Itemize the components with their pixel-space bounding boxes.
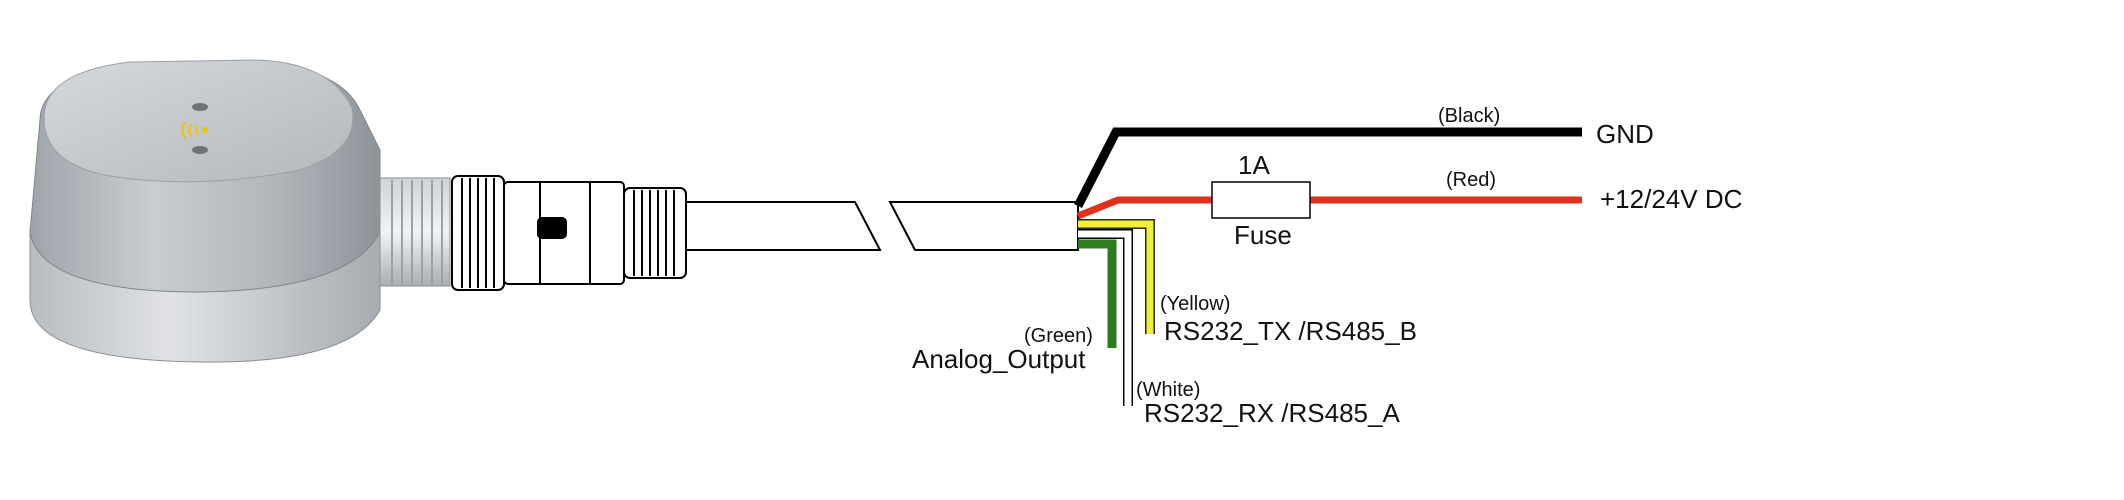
strain-relief-ribs (633, 190, 675, 276)
wire-yellow-fill (1078, 220, 1154, 334)
wires (1073, 127, 1582, 406)
connector-nut-grip (461, 178, 495, 288)
neck-threads (391, 180, 443, 284)
sensor-device (29, 59, 451, 363)
wire-white-outline (1078, 229, 1133, 406)
green-color-label: (Green) (1024, 325, 1093, 347)
white-color-label: (White) (1136, 379, 1200, 401)
analog-terminal-label: Analog_Output (912, 344, 1086, 374)
threaded-neck (379, 177, 451, 287)
rx-terminal-label: RS232_RX /RS485_A (1144, 398, 1400, 428)
m12-connector (451, 175, 687, 291)
tx-terminal-label: RS232_TX /RS485_B (1164, 316, 1417, 346)
cable (685, 201, 1079, 251)
yellow-color-label: (Yellow) (1160, 293, 1230, 315)
cable-segment-right (888, 201, 1079, 251)
red-color-label: (Red) (1446, 169, 1496, 191)
connector-latch (537, 217, 567, 239)
fuse-rating: 1A (1238, 150, 1270, 180)
sensor-wave-icon (180, 121, 209, 139)
wire-green (1078, 239, 1117, 348)
gnd-terminal-label: GND (1596, 119, 1654, 149)
wire-red-in (1076, 196, 1212, 220)
fuse-label: Fuse (1234, 220, 1292, 250)
black-color-label: (Black) (1438, 105, 1500, 127)
mount-hole-top (192, 103, 208, 111)
mount-hole-bottom (192, 146, 208, 154)
wire-black (1073, 127, 1582, 209)
fuse-body (1211, 181, 1311, 219)
sensor-top-face (43, 59, 354, 183)
wire-white (1078, 230, 1132, 406)
cable-segment-left (685, 201, 882, 251)
power-terminal-label: +12/24V DC (1600, 184, 1742, 214)
